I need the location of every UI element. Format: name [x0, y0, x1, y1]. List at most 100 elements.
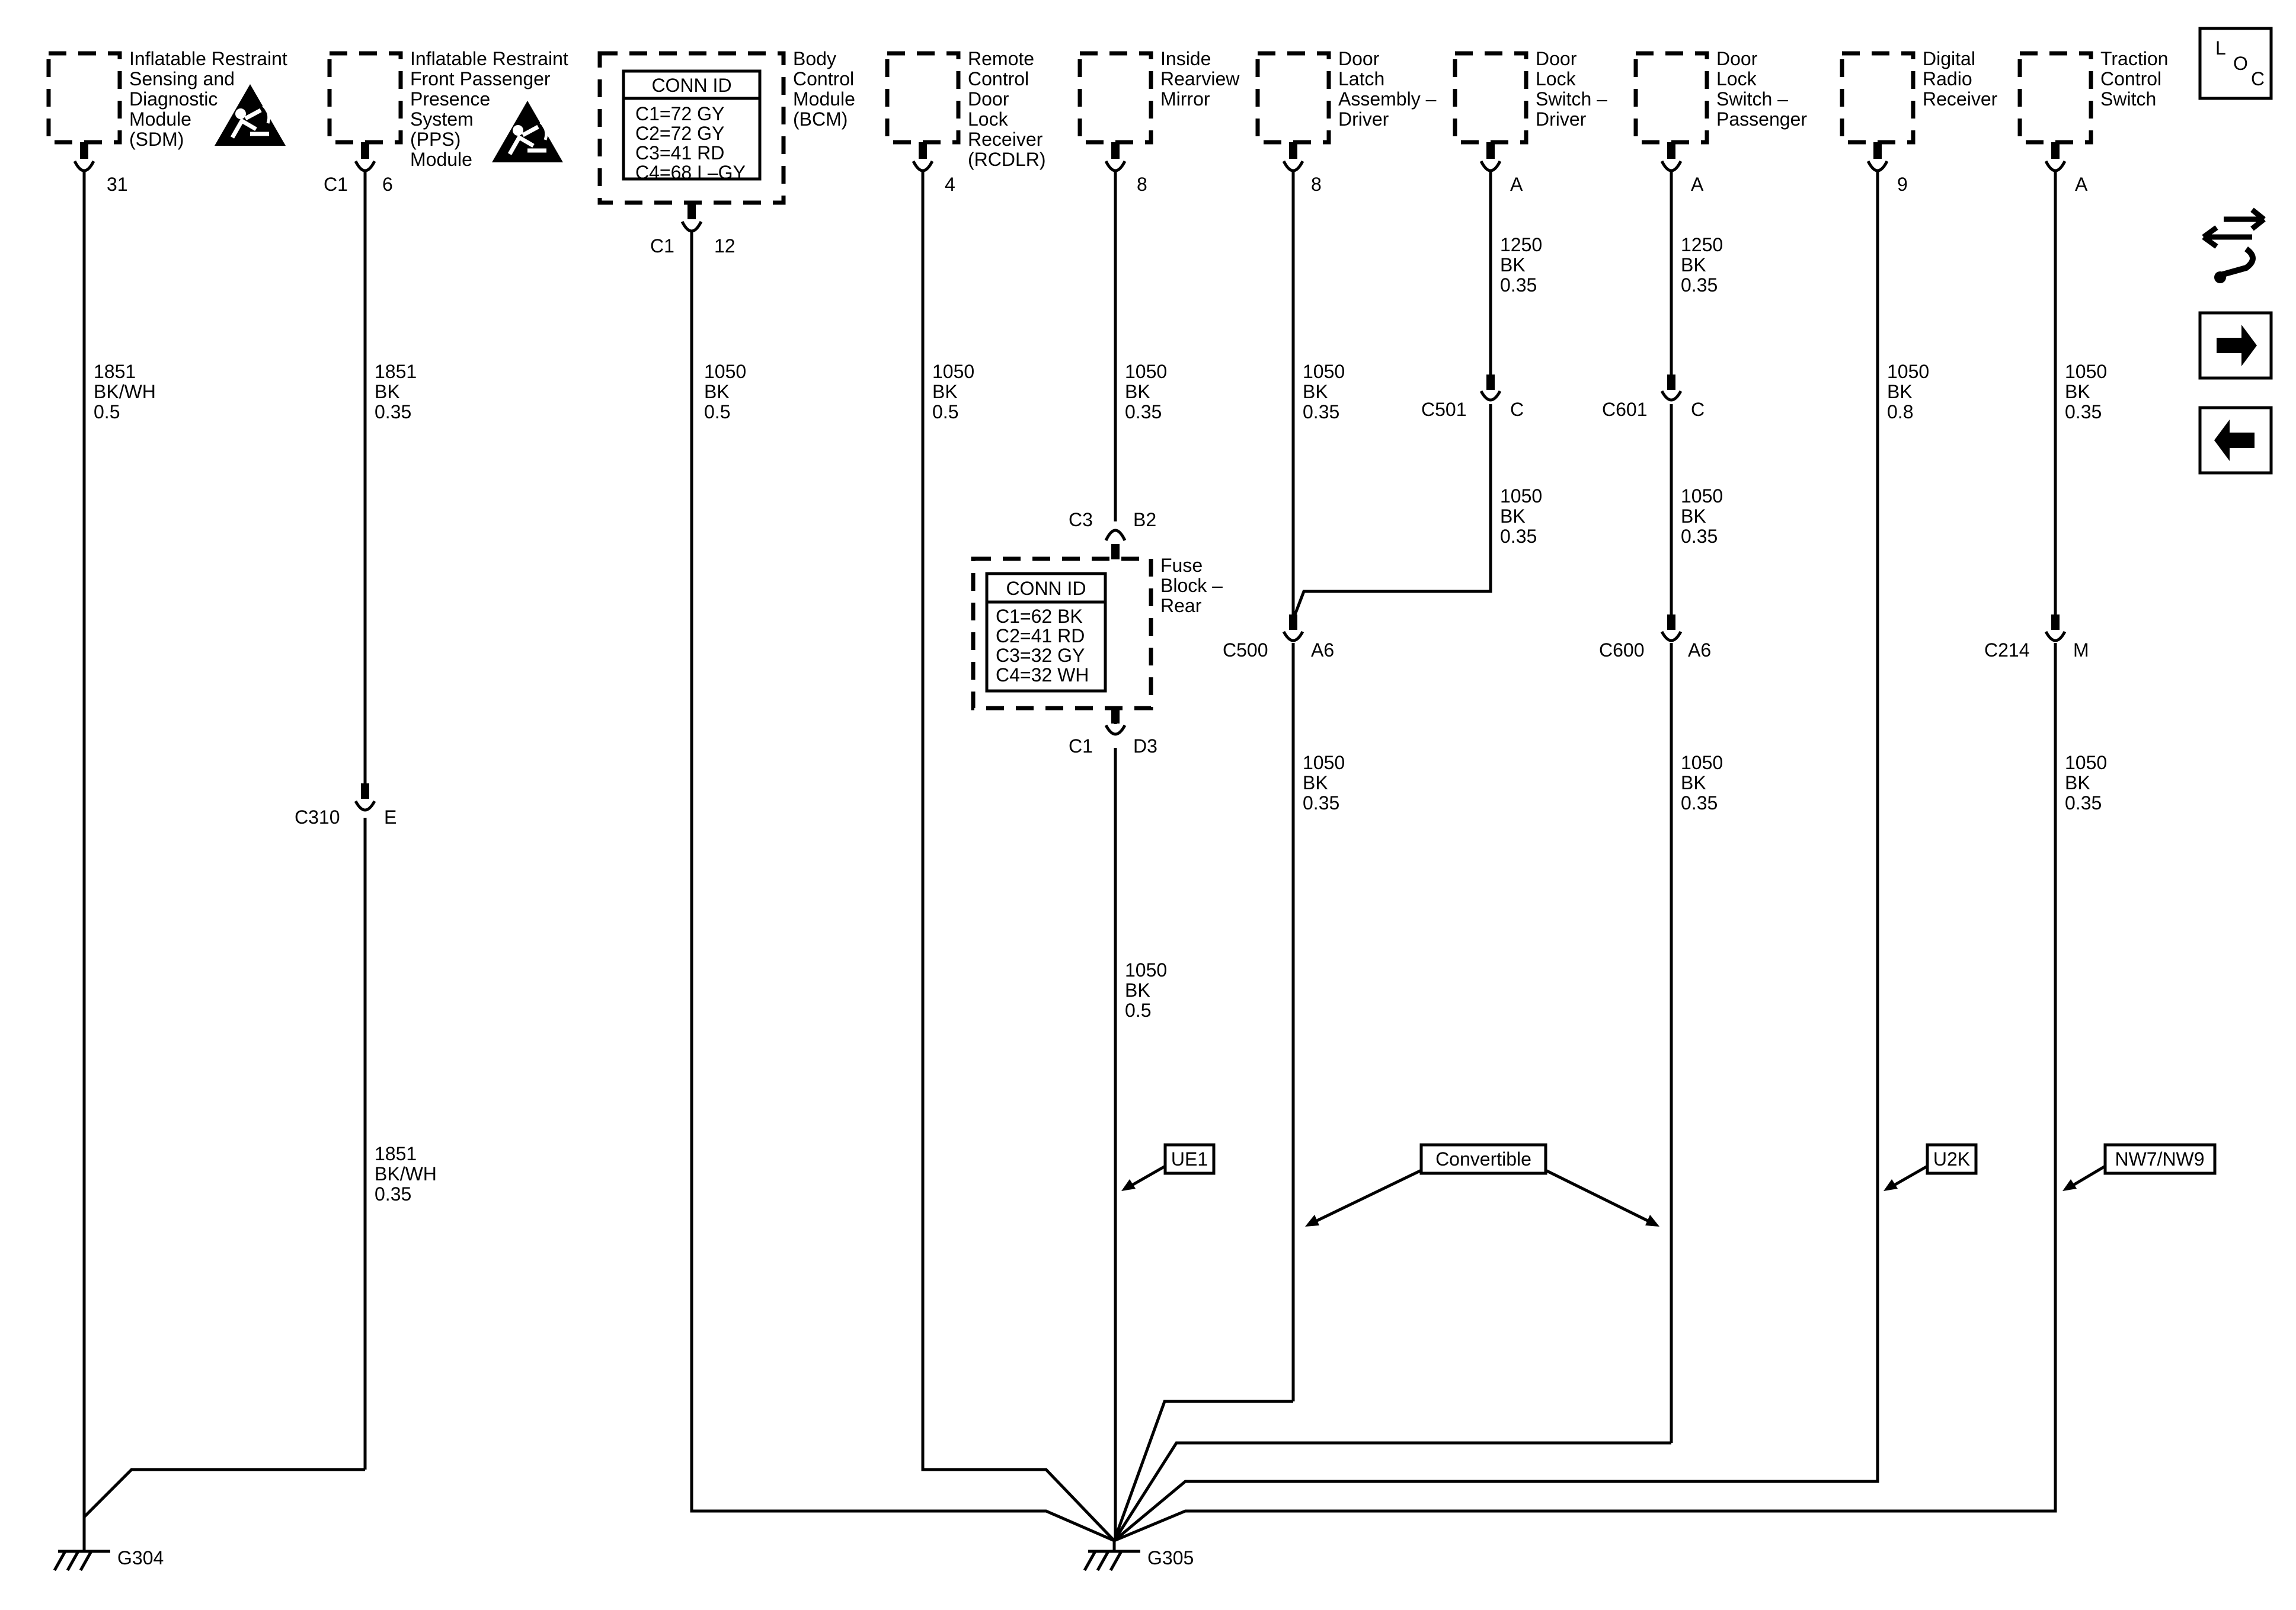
- pin-rcdlr: [912, 142, 934, 172]
- fuse-conn-id-title: CONN ID: [1006, 578, 1086, 599]
- svg-text:A: A: [2075, 174, 2088, 195]
- module-label-sdm: Inflatable Restraint Sensing and Diagnos…: [129, 48, 293, 150]
- svg-text:8: 8: [1137, 174, 1147, 195]
- module-dls-pass: [1633, 51, 1709, 145]
- svg-text:A6: A6: [1311, 639, 1334, 661]
- svg-text:C501: C501: [1421, 399, 1467, 420]
- svg-text:O: O: [2233, 53, 2248, 74]
- inline-connector-labels: C310 E C501 C C601 C C500 A6 C600 A6 C21…: [295, 399, 2089, 828]
- module-label-mirror: Inside Rearview Mirror: [1160, 48, 1245, 110]
- inline-connector-c501: [1479, 375, 1502, 402]
- svg-text:B2: B2: [1133, 509, 1156, 530]
- svg-text:D3: D3: [1133, 735, 1157, 757]
- pin-dls-drv: [1479, 142, 1502, 172]
- svg-text:C1: C1: [650, 235, 674, 257]
- svg-text:U2K: U2K: [1933, 1148, 1970, 1170]
- module-pps: [327, 51, 403, 145]
- swap-arrows-icon[interactable]: [2202, 207, 2266, 283]
- svg-text:C601: C601: [1602, 399, 1648, 420]
- arrow-right-icon[interactable]: [2198, 311, 2273, 380]
- module-rcdlr: [885, 51, 961, 145]
- option-nw7: NW7/NW9: [2062, 1143, 2217, 1191]
- svg-text:C500: C500: [1223, 639, 1268, 661]
- module-fuse-block: [971, 556, 1153, 710]
- ground-g305: G305: [1083, 1541, 1194, 1571]
- fuse-conn-id-rows: C1=62 BK C2=41 RD C3=32 GY C4=32 WH: [996, 606, 1090, 686]
- pin-latch: [1282, 142, 1304, 172]
- fuse-conn-id-box: [985, 572, 1107, 693]
- svg-text:C: C: [1691, 399, 1705, 420]
- svg-text:C214: C214: [1984, 639, 2030, 661]
- module-label-latch: Door Latch Assembly – Driver: [1338, 48, 1441, 130]
- pin-pps: [354, 142, 376, 172]
- svg-text:G305: G305: [1147, 1547, 1194, 1569]
- pin-bcm: [680, 203, 703, 233]
- svg-text:C1: C1: [324, 174, 348, 195]
- svg-text:8: 8: [1311, 174, 1322, 195]
- svg-text:Convertible: Convertible: [1435, 1148, 1531, 1170]
- module-radio: [1840, 51, 1916, 145]
- module-pins: [73, 142, 2067, 233]
- svg-text:NW7/NW9: NW7/NW9: [2115, 1148, 2204, 1170]
- module-latch: [1255, 51, 1331, 145]
- svg-text:4: 4: [945, 174, 955, 195]
- svg-text:G304: G304: [117, 1547, 164, 1569]
- option-convertible: Convertible: [1305, 1143, 1659, 1227]
- module-bcm: [597, 51, 786, 205]
- pin-dls-pass: [1660, 142, 1683, 172]
- svg-text:12: 12: [714, 235, 736, 257]
- svg-text:C3: C3: [1069, 509, 1093, 530]
- svg-text:L: L: [2215, 37, 2226, 59]
- svg-text:A: A: [1691, 174, 1704, 195]
- svg-text:M: M: [2073, 639, 2089, 661]
- svg-text:C: C: [1510, 399, 1524, 420]
- module-dls-drv: [1453, 51, 1528, 145]
- fuse-block-connector-bottom: [1104, 708, 1127, 736]
- airbag-warning-icon: [492, 101, 563, 162]
- svg-text:E: E: [384, 806, 396, 828]
- inline-connector-c600: [1660, 614, 1683, 642]
- module-label-tcs: Traction Control Switch: [2100, 48, 2173, 110]
- svg-text:C600: C600: [1599, 639, 1645, 661]
- svg-text:9: 9: [1897, 174, 1908, 195]
- module-label-dls-pass: Door Lock Switch – Passenger: [1716, 48, 1807, 130]
- loc-icon[interactable]: L O C: [2198, 27, 2273, 100]
- fuse-block-label: Fuse Block – Rear: [1160, 555, 1228, 616]
- pin-mirror: [1104, 142, 1127, 172]
- svg-text:C310: C310: [295, 806, 340, 828]
- module-label-bcm: Body Control Module (BCM): [793, 48, 861, 130]
- arrow-left-icon[interactable]: [2198, 406, 2273, 475]
- module-label-radio: Digital Radio Receiver: [1923, 48, 1998, 110]
- inline-connector-c310: [354, 783, 376, 812]
- option-ue1: UE1: [1121, 1143, 1216, 1191]
- airbag-warning-icon: [215, 84, 286, 146]
- svg-text:6: 6: [382, 174, 393, 195]
- pin-tcs: [2044, 142, 2067, 172]
- svg-text:A: A: [1510, 174, 1523, 195]
- pin-labels: 31 C1 6 C1 12 4 8 8 A A 9 A: [107, 174, 2088, 257]
- module-tcs: [2017, 51, 2093, 145]
- module-label-rcdlr: Remote Control Door Lock Receiver (RCDLR…: [968, 48, 1048, 170]
- inline-connector-c214: [2044, 614, 2067, 642]
- bcm-conn-id-title: CONN ID: [651, 75, 731, 96]
- bcm-conn-id-box: [622, 69, 762, 181]
- option-u2k: U2K: [1884, 1143, 1978, 1191]
- svg-text:UE1: UE1: [1171, 1148, 1208, 1170]
- wires: [82, 172, 2057, 1542]
- svg-text:31: 31: [107, 174, 128, 195]
- fuse-block-connector-top: [1104, 529, 1127, 559]
